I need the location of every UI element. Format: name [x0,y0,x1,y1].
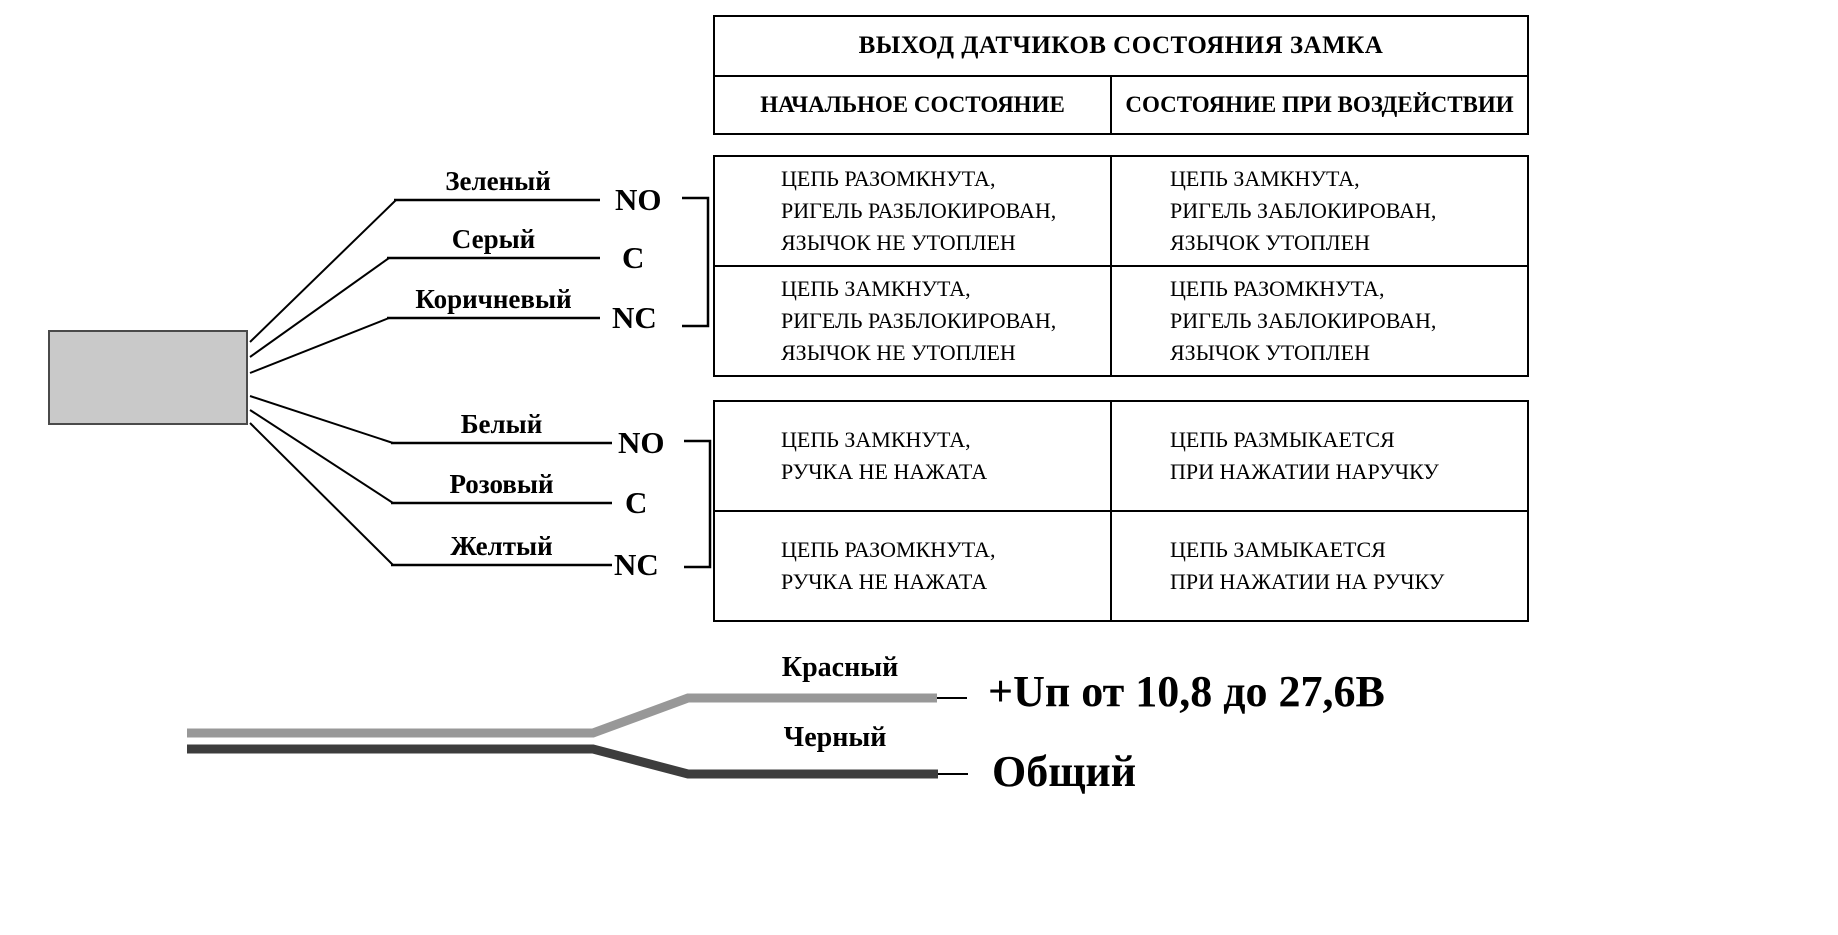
table-block-bolt-sensor: ЦЕПЬ РАЗОМКНУТА, РИГЕЛЬ РАЗБЛОКИРОВАН, Я… [713,155,1529,377]
cell-initial-state: ЦЕПЬ ЗАМКНУТА, РИГЕЛЬ РАЗБЛОКИРОВАН, ЯЗЫ… [715,267,1112,375]
wire-line-white [249,395,394,444]
terminal-c-2: C [625,485,648,520]
cell-action-state: ЦЕПЬ ЗАМКНУТА, РИГЕЛЬ ЗАБЛОКИРОВАН, ЯЗЫЧ… [1170,166,1437,255]
wire-line-green [249,199,397,343]
terminal-c-1: C [622,240,645,275]
red-power-wire [187,693,937,738]
power-label-black: Черный [783,722,887,753]
power-voltage-text: +Uп от 10,8 до 27,6В [988,667,1385,716]
wire-line-brown [249,317,390,374]
table-block-handle-sensor: ЦЕПЬ ЗАМКНУТА, РУЧКА НЕ НАЖАТА ЦЕПЬ РАЗМ… [713,400,1529,622]
bracket-group1 [682,196,710,328]
wire-label-white: Белый [460,409,543,439]
terminal-no-2: NO [618,425,665,460]
table-column-headers: НАЧАЛЬНОЕ СОСТОЯНИЕ СОСТОЯНИЕ ПРИ ВОЗДЕЙ… [715,77,1527,133]
wire-label-yellow: Желтый [450,531,553,561]
power-common-text: Общий [992,747,1137,796]
wire-line-yellow [249,422,394,566]
cell-initial-state: ЦЕПЬ РАЗОМКНУТА, РУЧКА НЕ НАЖАТА [715,512,1112,620]
terminal-nc-2: NC [614,547,659,582]
bracket-group2 [684,439,712,569]
table-row: ЦЕПЬ ЗАМКНУТА, РУЧКА НЕ НАЖАТА ЦЕПЬ РАЗМ… [715,402,1527,510]
black-power-wire [187,744,938,779]
table-row: ЦЕПЬ ЗАМКНУТА, РИГЕЛЬ РАЗБЛОКИРОВАН, ЯЗЫ… [715,265,1527,375]
table-row: ЦЕПЬ РАЗОМКНУТА, РИГЕЛЬ РАЗБЛОКИРОВАН, Я… [715,157,1527,265]
cell-action-state: ЦЕПЬ РАЗОМКНУТА, РИГЕЛЬ ЗАБЛОКИРОВАН, ЯЗ… [1170,276,1437,365]
lock-device-box [48,330,248,425]
wire-label-gray: Серый [451,224,536,254]
wire-line-pink [249,409,394,504]
cell-action-state: ЦЕПЬ РАЗМЫКАЕТСЯ ПРИ НАЖАТИИ НАРУЧКУ [1170,427,1439,484]
column-header-initial-state: НАЧАЛЬНОЕ СОСТОЯНИЕ [715,77,1112,133]
cell-initial-state: ЦЕПЬ ЗАМКНУТА, РУЧКА НЕ НАЖАТА [715,402,1112,510]
terminal-no-1: NO [615,182,662,217]
column-header-action-state: СОСТОЯНИЕ ПРИ ВОЗДЕЙСТВИИ [1125,92,1514,117]
power-label-red: Красный [781,652,899,683]
wire-line-gray [249,257,390,358]
cell-action-state: ЦЕПЬ ЗАМЫКАЕТСЯ ПРИ НАЖАТИИ НА РУЧКУ [1170,537,1445,594]
table-header: ВЫХОД ДАТЧИКОВ СОСТОЯНИЯ ЗАМКА НАЧАЛЬНОЕ… [713,15,1529,135]
table-title: ВЫХОД ДАТЧИКОВ СОСТОЯНИЯ ЗАМКА [715,17,1527,77]
wire-label-green: Зеленый [445,166,551,196]
table-row: ЦЕПЬ РАЗОМКНУТА, РУЧКА НЕ НАЖАТА ЦЕПЬ ЗА… [715,510,1527,620]
cell-initial-state: ЦЕПЬ РАЗОМКНУТА, РИГЕЛЬ РАЗБЛОКИРОВАН, Я… [715,157,1112,265]
terminal-nc-1: NC [612,300,657,335]
wire-label-brown: Коричневый [415,284,572,314]
wire-label-pink: Розовый [449,469,554,499]
